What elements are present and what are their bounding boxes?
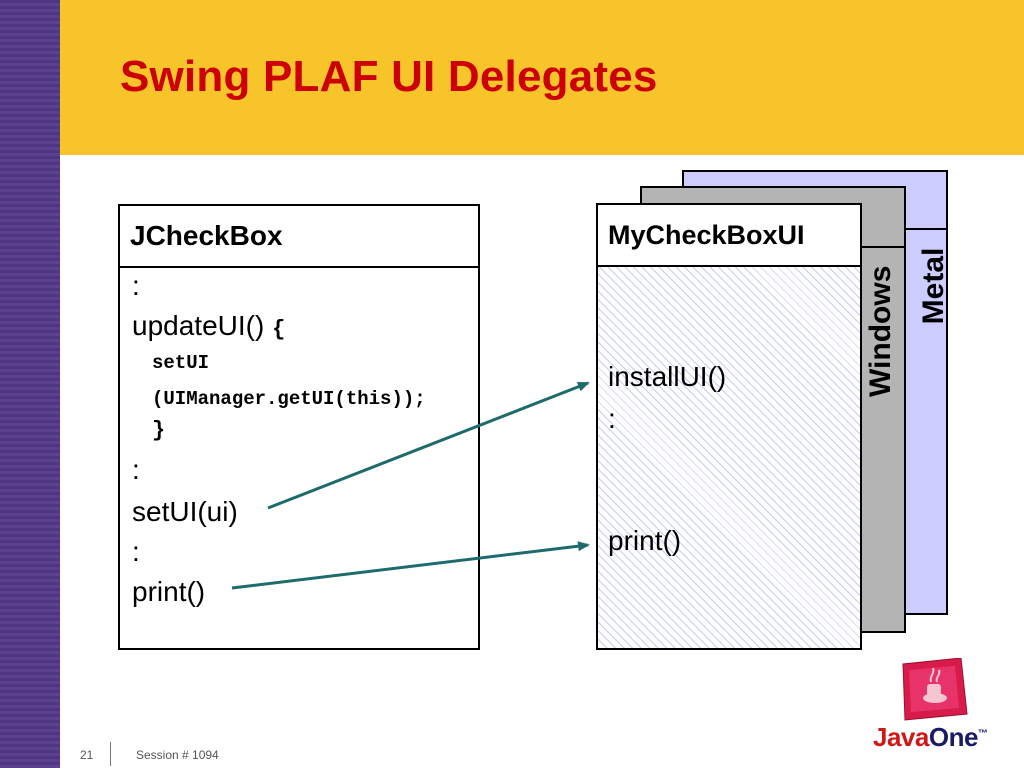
jcheckbox-title: JCheckBox [120,206,478,268]
metal-header-divider [904,228,948,230]
logo-java: Java [873,722,929,752]
arrow-print-to-print [231,541,590,590]
delegate-line-installui: installUI() [608,361,727,392]
delegate-line-ellipsis: : [608,403,616,434]
code-line-setui: setUI [152,352,210,374]
arrow-setui-to-installui [267,381,590,510]
code-line-ellipsis-1: : [132,270,140,301]
page-number: 21 [80,748,94,762]
open-brace: { [272,317,286,342]
code-line-updateui: updateUI() { [132,310,285,342]
code-line-print: print() [132,576,206,607]
title-band [60,0,1024,155]
code-line-ellipsis-3: : [132,536,140,567]
logo-trademark: ™ [977,728,988,740]
footer-divider [110,742,111,766]
close-brace: } [152,418,166,443]
delegate-line-print: print() [608,525,682,556]
updateui-text: updateUI() [132,310,265,341]
code-line-ellipsis-2: : [132,454,140,485]
mycheckboxui-title: MyCheckBoxUI [598,205,860,267]
code-line-setui-ui: setUI(ui) [132,496,238,527]
logo-one: One [928,722,979,752]
left-decorative-band [0,0,60,768]
slide-title: Swing PLAF UI Delegates [120,52,658,101]
jcheckbox-box: JCheckBox : updateUI() { setUI (UIManage… [118,204,480,650]
session-label: Session # 1094 [136,748,219,762]
windows-header-divider [862,246,906,248]
mycheckboxui-box: MyCheckBoxUI installUI() : print() [596,203,862,650]
javaone-logo-icon [902,658,968,721]
javaone-logo-text: JavaOne™ [873,722,988,753]
code-line-uimanager: (UIManager.getUI(this)); [152,388,426,410]
